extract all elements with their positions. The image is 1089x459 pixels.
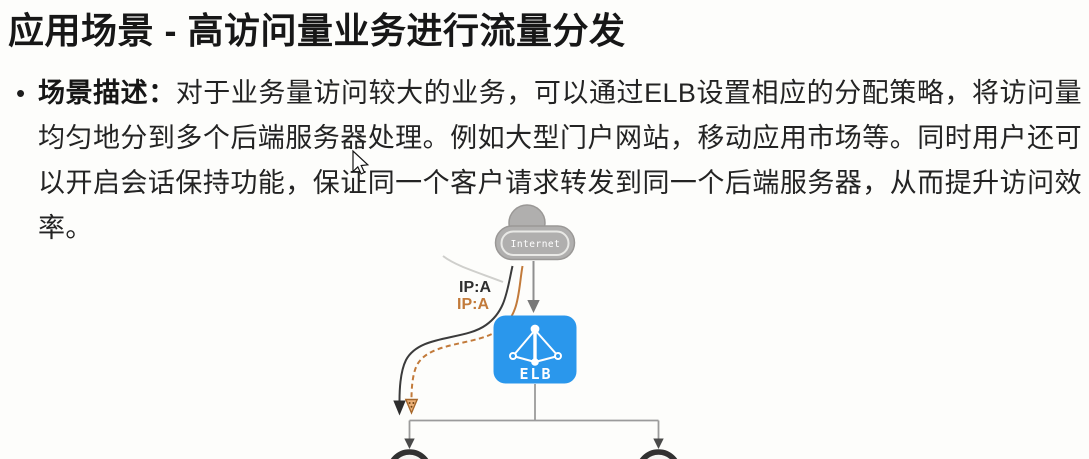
distribution-tree [408, 384, 660, 440]
scenario-label: 场景描述： [38, 78, 176, 108]
flow-curve-forwarded [404, 265, 524, 415]
bullet-marker: • [16, 78, 26, 108]
tree-arrowhead-left-icon [404, 438, 415, 449]
black-arrowhead-icon [393, 400, 406, 416]
orange-arrowhead-icon [404, 398, 419, 415]
page-title: 应用场景 - 高访问量业务进行流量分发 [8, 10, 626, 51]
ip-label-client: IP:A [459, 279, 491, 296]
internet-to-elb-arrow [527, 261, 540, 313]
scenario-description: 场景描述：对于业务量访问较大的业务，可以通过ELB设置相应的分配策略，将访问量均… [38, 71, 1082, 251]
flow-curve-client [393, 265, 514, 416]
server-node-left-icon [390, 449, 429, 459]
server-node-right-icon [639, 449, 678, 459]
ip-label-forwarded: IP:A [457, 296, 489, 313]
tree-arrowhead-right-icon [653, 438, 664, 449]
ghost-curve [442, 255, 504, 283]
elb-icon [509, 324, 562, 366]
scenario-text: 对于业务量访问较大的业务，可以通过ELB设置相应的分配策略，将访问量均匀地分到多… [38, 78, 1082, 243]
elb-label: ELB [519, 365, 552, 383]
bullet-item: • 场景描述：对于业务量访问较大的业务，可以通过ELB设置相应的分配策略，将访问… [16, 71, 1082, 251]
elb-node: ELB [493, 315, 577, 384]
